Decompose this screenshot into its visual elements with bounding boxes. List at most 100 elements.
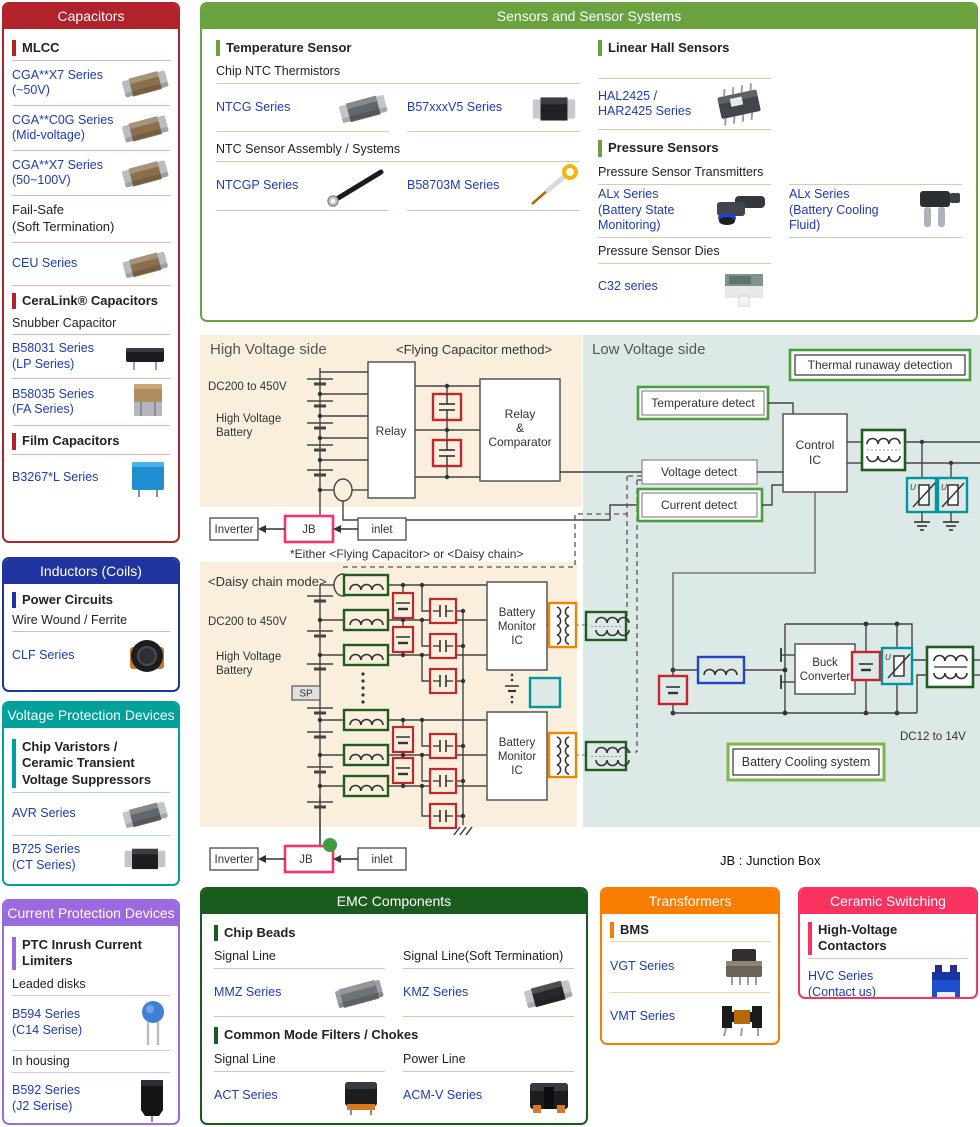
accent-bar xyxy=(12,739,16,788)
b58035-link[interactable]: B58035 Series(FA Series) xyxy=(12,386,95,417)
svg-text:Monitor: Monitor xyxy=(498,751,537,763)
leaded-disks-label: Leaded disks xyxy=(12,976,86,991)
output-varistor-1: U xyxy=(905,476,938,514)
b592-link[interactable]: B592 Series(J2 Serise) xyxy=(12,1082,81,1113)
capacitors-panel-title: Capacitors xyxy=(4,4,178,29)
lv-side-title: Low Voltage side xyxy=(592,341,705,358)
svg-text:JB: JB xyxy=(302,524,316,536)
act-item: ACT Series xyxy=(214,1072,385,1120)
hv-battery-label: High Voltage xyxy=(216,413,281,425)
vgt-link[interactable]: VGT Series xyxy=(610,959,675,974)
kmz-link[interactable]: KMZ Series xyxy=(403,984,469,999)
signal-line2-label: Signal Line xyxy=(214,1048,385,1072)
svg-text:&: & xyxy=(516,421,524,435)
accent-bar xyxy=(214,925,218,942)
clf-link[interactable]: CLF Series xyxy=(12,648,75,663)
either-note: *Either <Flying Capacitor> or <Daisy cha… xyxy=(290,547,523,561)
ntcg-link[interactable]: NTCG Series xyxy=(216,99,291,114)
b57-chip-image xyxy=(532,97,576,121)
ntcgp-link[interactable]: NTCGP Series xyxy=(216,178,299,193)
svg-text:Battery: Battery xyxy=(216,427,253,439)
svg-text:Battery: Battery xyxy=(216,665,253,677)
b725-item: B725 Series(CT Series) xyxy=(12,836,170,880)
alx-cooling-fluid-image xyxy=(920,190,960,227)
power-circuits-heading: Power Circuits xyxy=(12,592,170,609)
vmt-link[interactable]: VMT Series xyxy=(610,1009,676,1024)
clf-inductor-image xyxy=(130,640,164,673)
control-ic-box xyxy=(782,413,848,493)
avr-item: AVR Series xyxy=(12,791,170,836)
hv-side-title: High Voltage side xyxy=(210,341,327,358)
accent-bar xyxy=(610,922,614,939)
cga-c0g-link[interactable]: CGA**C0G Series(Mid-voltage) xyxy=(12,112,114,143)
accent-bar xyxy=(12,937,16,970)
emc-panel-title: EMC Components xyxy=(202,889,586,914)
ntcgp-item: NTCGP Series xyxy=(216,162,389,212)
hvc-link[interactable]: HVC Series(Contact us) xyxy=(808,968,877,999)
b58031-item: B58031 Series(LP Series) xyxy=(12,335,170,380)
b725-link[interactable]: B725 Series(CT Series) xyxy=(12,842,81,872)
daisy-mode-label: <Daisy chain mode> xyxy=(208,574,327,589)
mmz-link[interactable]: MMZ Series xyxy=(214,984,282,999)
bms-circuit-diagram: High Voltage side <Flying Capacitor meth… xyxy=(200,335,980,874)
ferrite-bead-boxes xyxy=(342,573,390,798)
ptc-housing-image xyxy=(141,1079,163,1122)
hal2425-link[interactable]: HAL2425 /HAR2425 Series xyxy=(598,88,692,119)
svg-text:Battery: Battery xyxy=(499,607,536,619)
thermal-runaway-box: Thermal runaway detection xyxy=(788,348,972,382)
svg-text:Monitor: Monitor xyxy=(498,621,537,633)
acmv-filter-image xyxy=(530,1082,568,1113)
power-line-label: Power Line xyxy=(403,1048,574,1072)
kmz-chip-image xyxy=(524,979,573,1008)
temperature-detect-box: Temperature detect xyxy=(636,385,770,421)
mmz-item: MMZ Series xyxy=(214,969,385,1018)
ceramic-switching-panel: Ceramic Switching High-Voltage Contactor… xyxy=(798,887,978,999)
isolation-transformer-2 xyxy=(547,731,578,779)
pressure-sensors-heading: Pressure Sensors xyxy=(598,140,962,157)
svg-text:Relay: Relay xyxy=(505,407,536,421)
c32-link[interactable]: C32 series xyxy=(598,279,658,294)
varistor-chip-image xyxy=(122,801,168,828)
voltage-protection-title: Voltage Protection Devices xyxy=(4,703,178,728)
ntc-cable-image xyxy=(327,169,384,207)
acmv-item: ACM-V Series xyxy=(403,1072,574,1120)
emc-panel: EMC Components Chip Beads Signal Line MM… xyxy=(200,887,588,1125)
wire-wound-label: Wire Wound / Ferrite xyxy=(12,610,170,633)
cga-x7-50v-link[interactable]: CGA**X7 Series(~50V) xyxy=(12,67,104,98)
svg-text:IC: IC xyxy=(511,765,523,777)
svg-text:IC: IC xyxy=(809,453,821,467)
svg-text:Buck: Buck xyxy=(812,657,838,669)
b3267-link[interactable]: B3267*L Series xyxy=(12,469,99,484)
ceu-link[interactable]: CEU Series xyxy=(12,256,78,271)
svg-text:inlet: inlet xyxy=(371,854,393,866)
svg-text:U: U xyxy=(910,483,916,492)
avr-link[interactable]: AVR Series xyxy=(12,805,76,820)
svg-text:Inverter: Inverter xyxy=(215,524,254,536)
b58703-item: B58703M Series xyxy=(407,162,580,212)
relay-box xyxy=(367,361,416,499)
buck-inductor-box xyxy=(696,655,746,685)
acmv-link[interactable]: ACM-V Series xyxy=(403,1087,483,1102)
buck-converter-box xyxy=(794,643,856,695)
battery-monitor-ic-2 xyxy=(486,711,548,801)
pressure-dies-label: Pressure Sensor Dies xyxy=(598,243,720,258)
hv-contactors-heading: High-Voltage Contactors xyxy=(808,922,968,955)
hal2425-item: HAL2425 /HAR2425 Series xyxy=(598,78,771,131)
b57-link[interactable]: B57xxxV5 Series xyxy=(407,99,503,114)
c32-die-image xyxy=(725,274,763,307)
b58031-link[interactable]: B58031 Series(LP Series) xyxy=(12,341,95,371)
svg-text:Converter: Converter xyxy=(800,671,851,683)
b594-link[interactable]: B594 Series(C14 Serise) xyxy=(12,1006,83,1037)
flying-capacitor-2 xyxy=(431,438,463,468)
act-link[interactable]: ACT Series xyxy=(214,1087,278,1102)
b594-item: B594 Series(C14 Serise) xyxy=(12,994,170,1051)
b58703-link[interactable]: B58703M Series xyxy=(407,178,500,193)
cga-x7-100v-link[interactable]: CGA**X7 Series(50~100V) xyxy=(12,157,104,188)
svg-text:JB: JB xyxy=(299,854,313,866)
pressure-transmitters-label: Pressure Sensor Transmitters xyxy=(598,164,764,179)
svg-text:SP: SP xyxy=(299,689,313,700)
isolation-transformer-1 xyxy=(547,601,578,649)
